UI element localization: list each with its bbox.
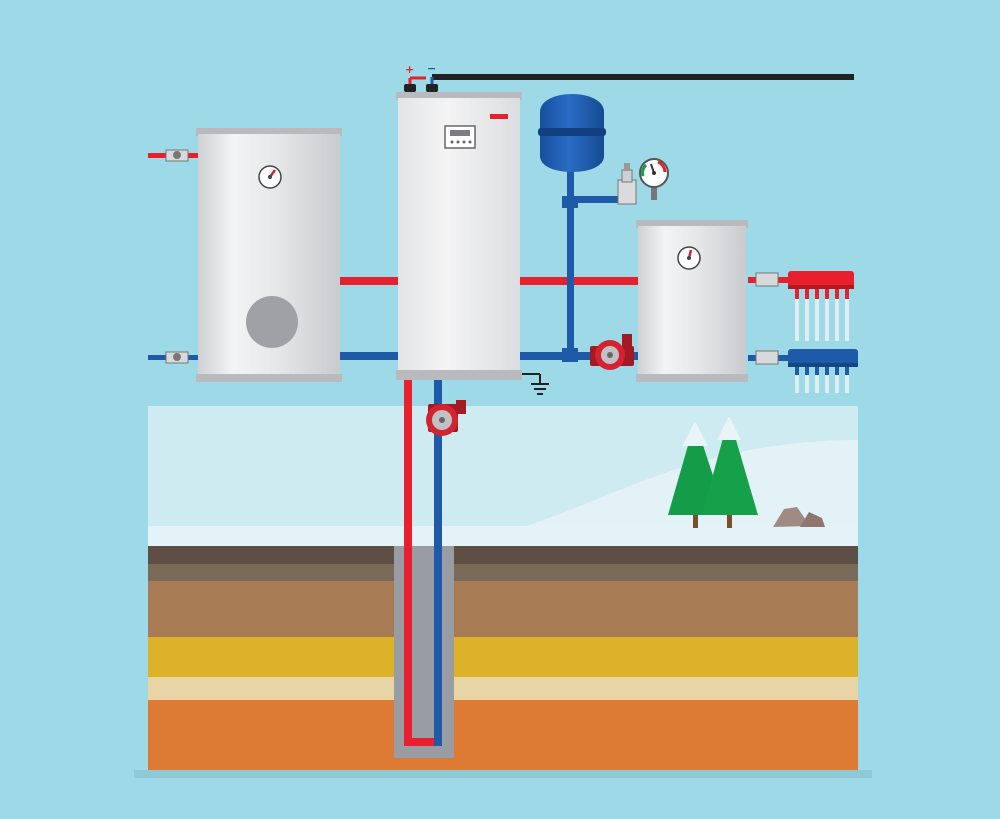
snow-ground bbox=[148, 526, 858, 546]
return-manifold bbox=[755, 349, 858, 393]
power-plus-sign: + bbox=[405, 63, 415, 76]
pressure-gauge-icon bbox=[639, 158, 669, 200]
soil-layer-gravel bbox=[148, 637, 858, 677]
snow-hill bbox=[148, 440, 858, 546]
underfloor-loops-return bbox=[795, 375, 849, 393]
tank-heat-exchanger-port bbox=[246, 296, 298, 348]
air-vent bbox=[617, 163, 637, 205]
soil-layer-clay bbox=[148, 581, 858, 637]
thermometer-icon bbox=[677, 246, 701, 270]
buffer-tank bbox=[636, 220, 748, 382]
circulation-pump-icon bbox=[426, 400, 466, 436]
ground-shadow bbox=[134, 770, 872, 778]
soil-layers bbox=[134, 546, 872, 778]
soil-layer-subsoil bbox=[148, 564, 858, 581]
power-cable bbox=[404, 74, 854, 92]
valve-icon bbox=[165, 149, 189, 162]
ground-loop-hot-pipe bbox=[404, 380, 412, 744]
circulation-pump-icon bbox=[590, 334, 634, 370]
valve-icon bbox=[165, 351, 189, 364]
cold-return-pipe-buffer bbox=[520, 352, 638, 360]
heat-pump-unit bbox=[396, 92, 522, 380]
manifold-outlets-return bbox=[795, 367, 849, 375]
manifold-outlets-supply bbox=[795, 289, 849, 299]
hot-supply-pipe-buffer bbox=[520, 277, 638, 285]
pine-tree-right bbox=[702, 416, 758, 528]
hot-supply-pipe-tank bbox=[340, 277, 398, 285]
thermometer-icon bbox=[258, 165, 282, 189]
ground-symbol-icon bbox=[522, 373, 549, 395]
soil-layer-sand bbox=[148, 677, 858, 700]
expansion-riser-pipe bbox=[567, 170, 574, 354]
power-terminal-negative bbox=[426, 84, 438, 92]
power-terminal-positive bbox=[404, 84, 416, 92]
soil-layer-topsoil bbox=[148, 546, 858, 564]
power-minus-sign: − bbox=[427, 62, 437, 75]
ground-loop-cold-pipe bbox=[434, 380, 442, 746]
heat-pump-control-panel bbox=[444, 125, 476, 149]
supply-manifold bbox=[755, 271, 854, 341]
rocks bbox=[773, 507, 825, 527]
expansion-vessel bbox=[538, 94, 606, 172]
borehole bbox=[394, 546, 454, 758]
underfloor-loops bbox=[795, 299, 849, 341]
valve-icon bbox=[755, 350, 779, 365]
landscape bbox=[148, 406, 858, 546]
valve-icon bbox=[755, 272, 779, 287]
heat-pump-indicator bbox=[490, 114, 508, 119]
soil-layer-bedrock bbox=[148, 700, 858, 770]
cold-return-pipe-tank bbox=[340, 352, 398, 360]
